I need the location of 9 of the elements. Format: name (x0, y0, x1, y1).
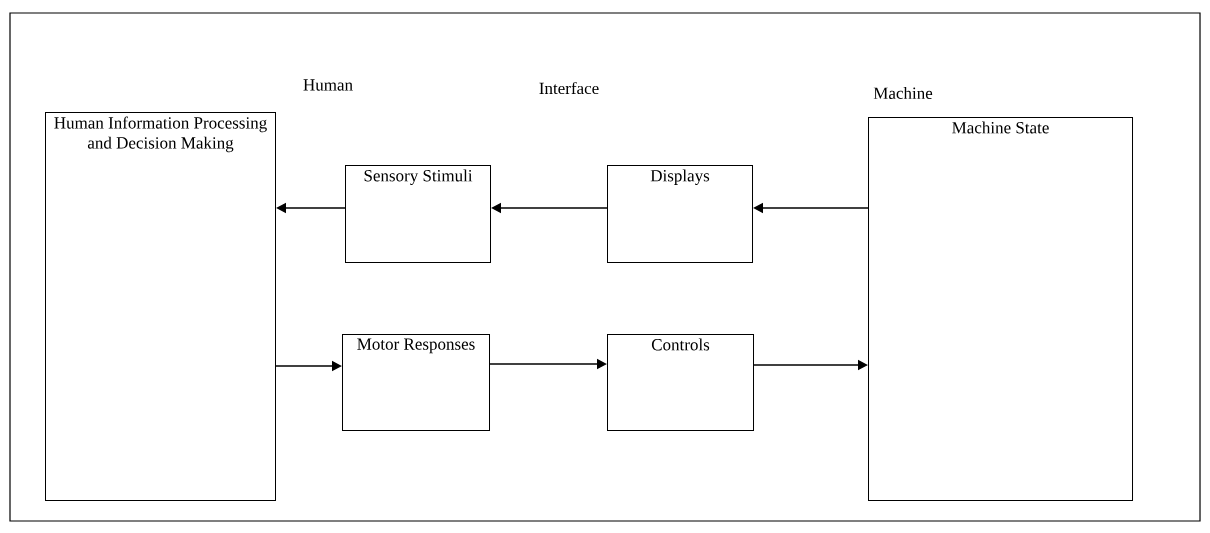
process-box: Motor Responses (342, 334, 490, 431)
process-box: Sensory Stimuli (345, 165, 491, 263)
column-heading: Interface (539, 81, 599, 95)
column-heading: Human (303, 79, 353, 91)
process-box: Displays (607, 165, 753, 263)
process-box: Human Information Processing and Decision Making (45, 112, 276, 501)
process-box: Controls (607, 334, 754, 431)
process-box: Machine State (868, 117, 1133, 501)
column-heading: Machine (873, 87, 933, 99)
